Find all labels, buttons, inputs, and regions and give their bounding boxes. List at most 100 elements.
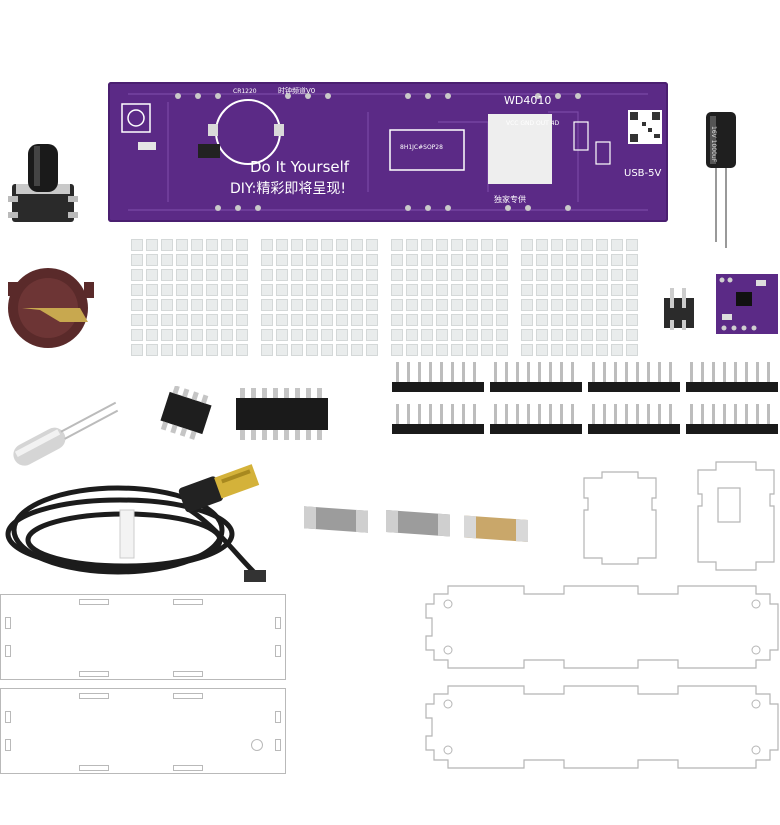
led-dot [596,314,608,326]
capacitor-label: 16V 1000uF [710,126,717,163]
led-dot [131,344,143,356]
led-dot [406,329,418,341]
led-dot [206,254,218,266]
led-dot [146,284,158,296]
led-dot [536,299,548,311]
led-dot [436,299,448,311]
led-dot [276,254,288,266]
panel-slot [5,645,11,657]
led-dot [521,329,533,341]
crystal-icon [13,401,119,466]
pin-header-strip [588,362,680,392]
panel-slot [173,765,203,771]
panel-slot [173,671,203,677]
led-dot [276,344,288,356]
led-dot [611,314,623,326]
led-dot [191,314,203,326]
led-dot [421,269,433,281]
led-dot [626,254,638,266]
led-dot [466,269,478,281]
led-dot [291,344,303,356]
chip-icon [160,385,212,440]
capacitor-icon [706,112,736,248]
usb-cable-icon [5,464,266,582]
led-dot [161,329,173,341]
led-dot [146,299,158,311]
led-dot [536,269,548,281]
led-dot [206,329,218,341]
panel-slot [275,739,281,751]
pcb-board: 时钟频道V0 CR1220 WD4010 VCC GND OUT 4D 8H1J… [108,82,668,222]
led-dot [351,269,363,281]
led-dot [406,239,418,251]
led-dot [481,344,493,356]
led-dot [551,284,563,296]
led-dot [596,269,608,281]
led-dot [436,269,448,281]
led-dot [451,344,463,356]
led-dot [261,269,273,281]
led-dot [551,254,563,266]
panel-hole [251,739,263,751]
led-dot [481,329,493,341]
led-dot [276,299,288,311]
pin-header-strip [588,404,680,434]
led-dot [466,254,478,266]
led-dot [536,254,548,266]
led-dot [581,269,593,281]
led-dot [161,269,173,281]
led-dot [421,239,433,251]
shop-label: 独家专供 [494,195,526,204]
led-dot [206,314,218,326]
led-dot [596,239,608,251]
led-dot [261,329,273,341]
pin-header-strip [686,404,778,434]
led-dot [306,299,318,311]
jumper-icon [664,288,694,330]
led-dot [496,239,508,251]
led-dot [536,284,548,296]
led-dot [176,299,188,311]
chip-label: 8H1JC#SOP28 [400,144,443,151]
led-dot [306,254,318,266]
led-dot [191,299,203,311]
chip-icon [236,388,328,440]
led-dot [521,299,533,311]
led-dot [176,284,188,296]
led-dot [406,299,418,311]
led-dot [626,284,638,296]
panel-slot [79,765,109,771]
led-dot [451,254,463,266]
led-dot [131,284,143,296]
led-dot [581,314,593,326]
led-dot [146,269,158,281]
sop16-chip [234,386,330,444]
led-dot [611,269,623,281]
led-dot [391,329,403,341]
pin-header-strip [686,362,778,392]
led-dot [321,344,333,356]
led-dot [146,329,158,341]
acrylic-side-right [694,460,778,572]
led-dot [191,239,203,251]
electrolytic-capacitor: 16V 1000uF [702,110,742,250]
led-dot [436,284,448,296]
led-dot [536,314,548,326]
led-dot [406,344,418,356]
led-matrix-1 [128,236,251,359]
led-dot [566,254,578,266]
led-dot [276,314,288,326]
led-dot [366,254,378,266]
led-dot [451,299,463,311]
sop8-chip [150,385,222,440]
led-dot [221,344,233,356]
led-dot [276,269,288,281]
led-dot [566,284,578,296]
led-dot [221,269,233,281]
smd-cap-icon [304,506,528,542]
acrylic-frame-bottom [424,684,780,770]
led-dot [481,299,493,311]
led-dot [351,314,363,326]
led-dot [436,329,448,341]
led-dot [581,284,593,296]
